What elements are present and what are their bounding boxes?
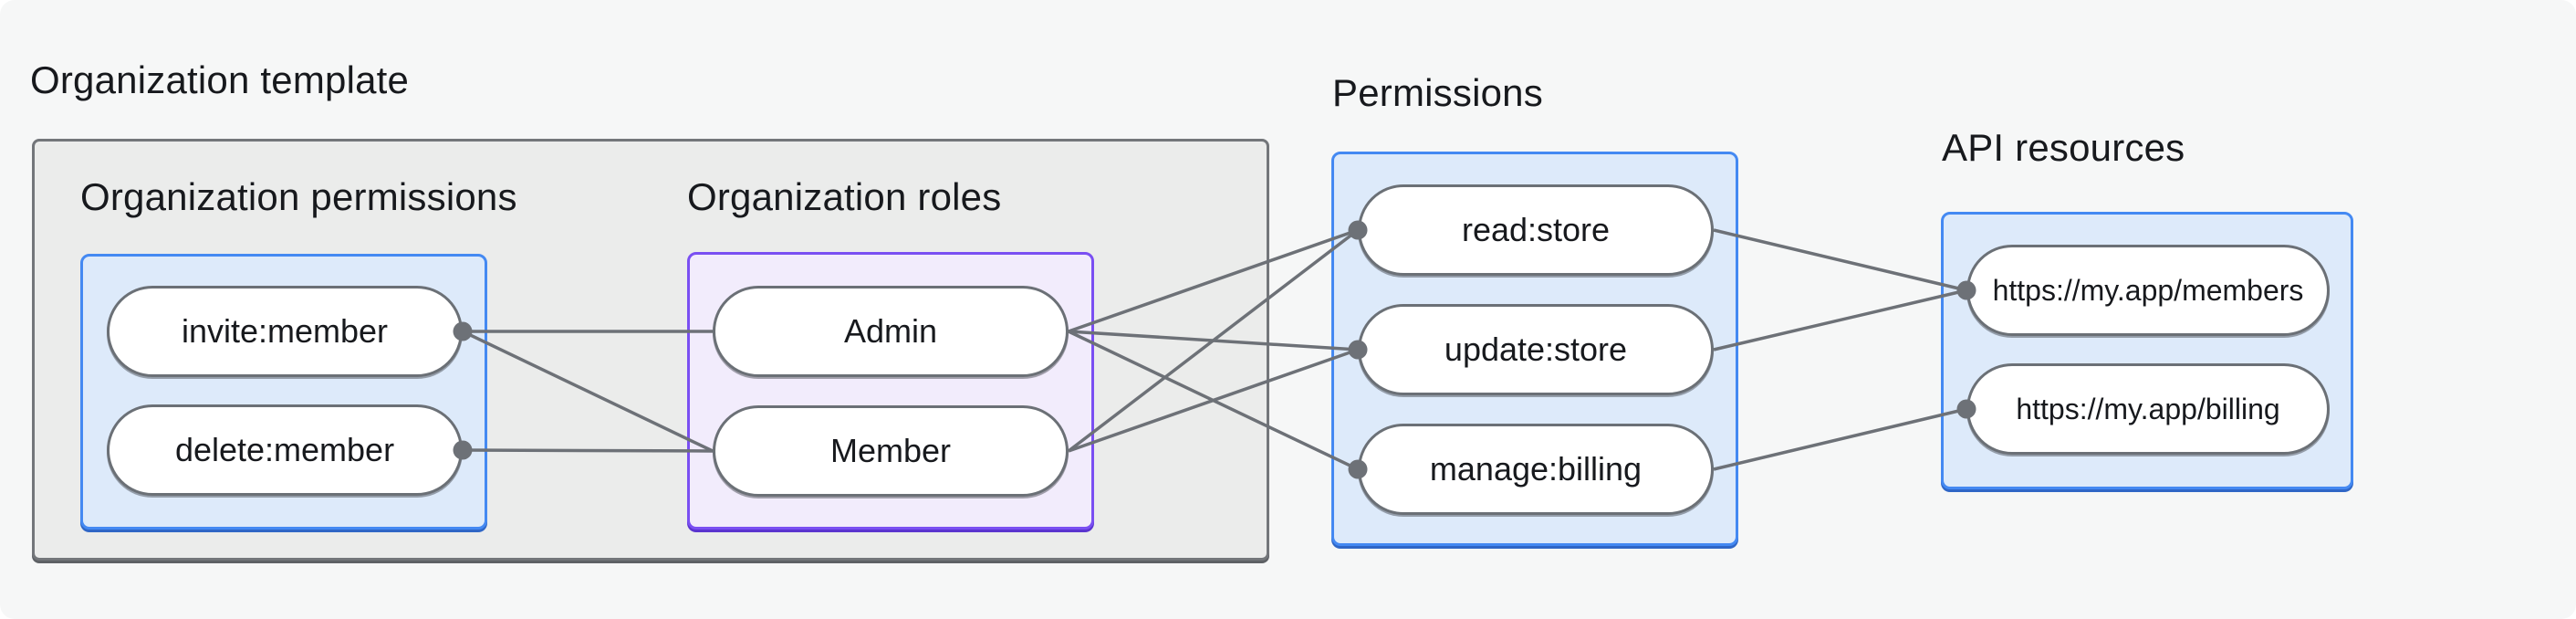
org-permissions-title: Organization permissions [80, 175, 517, 218]
node-api-members: https://my.app/members [1966, 245, 2330, 336]
node-invite-member: invite:member [107, 286, 463, 377]
edge-update-to-members_api [1713, 289, 1967, 351]
org-template-title: Organization template [30, 58, 410, 101]
node-admin-label: Admin [843, 312, 938, 350]
node-manage-billing: manage:billing [1358, 424, 1714, 515]
node-api-members-label: https://my.app/members [1992, 273, 2304, 307]
node-delete-member: delete:member [107, 404, 463, 496]
node-update-store: update:store [1358, 304, 1714, 395]
edge-manage-to-billing_api [1713, 407, 1967, 471]
node-api-billing-label: https://my.app/billing [2016, 392, 2280, 425]
node-member: Member [713, 405, 1069, 497]
org-roles-title: Organization roles [687, 175, 1002, 218]
node-read-store: read:store [1358, 184, 1714, 276]
api-resources-title: API resources [1942, 126, 2185, 169]
node-invite-member-label: invite:member [181, 312, 389, 350]
node-read-store-label: read:store [1461, 211, 1611, 248]
node-member-label: Member [829, 432, 952, 469]
node-delete-member-label: delete:member [174, 431, 395, 468]
node-manage-billing-label: manage:billing [1429, 450, 1643, 488]
node-update-store-label: update:store [1444, 330, 1628, 368]
edge-read-to-members_api [1713, 228, 1967, 292]
permissions-title: Permissions [1332, 71, 1543, 114]
node-api-billing: https://my.app/billing [1966, 363, 2330, 455]
node-admin: Admin [713, 286, 1069, 377]
